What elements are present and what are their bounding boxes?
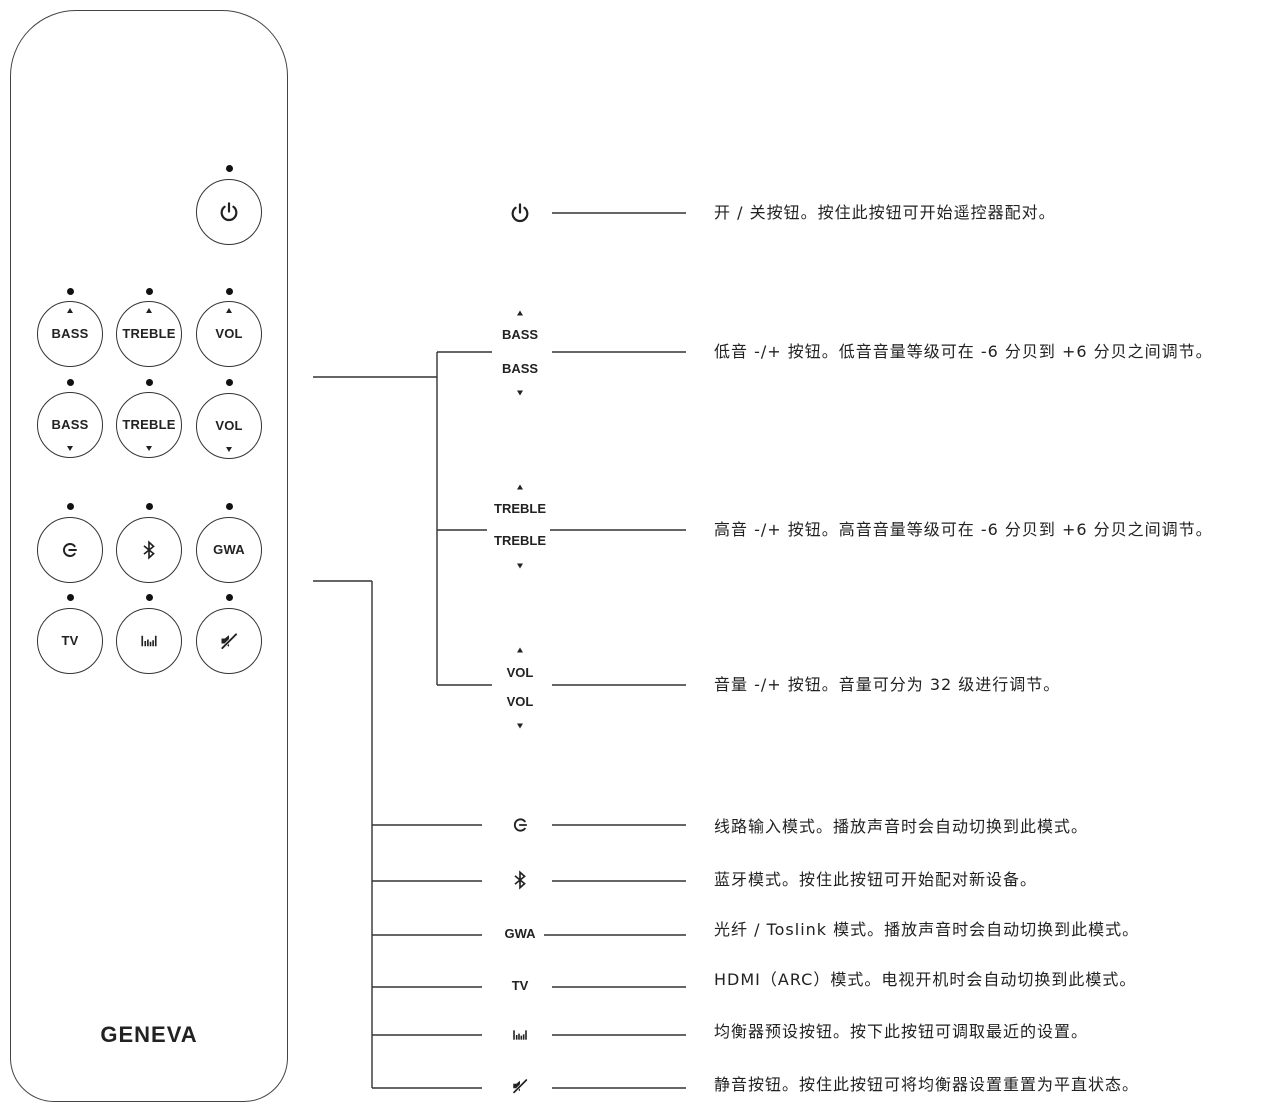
power-indicator-dot [225,164,233,172]
legend-treble-down-label: TREBLE [494,533,546,548]
description-equalizer: 均衡器预设按钮。按下此按钮可调取最近的设置。 [714,1022,1089,1041]
bass-down-dot [66,378,74,386]
up-arrow-icon [517,484,523,490]
remote-line-in-button [37,517,103,583]
description-power: 开 / 关按钮。按住此按钮可开始遥控器配对。 [714,203,1056,222]
remote-vol-up-button: VOL [196,301,262,367]
remote-gwa-button: GWA [196,517,262,583]
remote-treble-up-button: TREBLE [116,301,182,367]
vol-up-label: VOL [215,326,243,341]
bass-down-label: BASS [51,417,89,432]
line-in-icon [513,818,527,832]
legend-tv-label: TV [511,978,529,993]
down-arrow-icon [67,446,73,451]
legend-vol-up-label: VOL [506,665,534,680]
legend-bass-up-label: BASS [501,327,539,342]
down-arrow-icon [517,390,523,396]
legend-bass-down-label: BASS [501,361,539,376]
remote-treble-down-button: TREBLE [116,392,182,458]
line-in-dot [66,502,74,510]
legend-bass-down-arrow [460,390,580,396]
description-mute: 静音按钮。按住此按钮可将均衡器设置重置为平直状态。 [714,1075,1140,1094]
mute-dot [225,593,233,601]
legend-treble-down-arrow [460,563,580,569]
remote-outline [10,10,288,1102]
description-hdmi: HDMI（ARC）模式。电视开机时会自动切换到此模式。 [714,970,1137,989]
up-arrow-icon [517,310,523,316]
legend-mute-icon-wrap [460,1077,580,1095]
remote-bluetooth-button [116,517,182,583]
description-optical: 光纤 / Toslink 模式。播放声音时会自动切换到此模式。 [714,920,1140,939]
vol-down-dot [225,378,233,386]
equalizer-dot [145,593,153,601]
gwa-dot [225,502,233,510]
remote-control: BASS TREBLE VOL BASS TREBLE VOL GW [0,0,300,1106]
remote-vol-down-button: VOL [196,393,262,459]
legend-line-in-icon-wrap [460,817,580,834]
description-bluetooth: 蓝牙模式。按住此按钮可开始配对新设备。 [714,870,1038,889]
treble-down-dot [145,378,153,386]
mute-icon [221,633,238,650]
legend-gwa-label: GWA [504,926,536,941]
vol-down-label: VOL [215,418,243,433]
legend-power-icon-wrap [460,202,580,224]
remote-tv-button: TV [37,608,103,674]
legend-vol-up-arrow [460,647,580,653]
down-arrow-icon [517,563,523,569]
bluetooth-icon [143,540,155,560]
mute-icon [512,1078,528,1094]
remote-mute-button [196,608,262,674]
description-volume: 音量 -/+ 按钮。音量可分为 32 级进行调节。 [714,675,1061,694]
description-bass: 低音 -/+ 按钮。低音音量等级可在 -6 分贝到 +6 分贝之间调节。 [714,342,1213,361]
legend-vol-down-arrow [460,723,580,729]
up-arrow-icon [146,308,152,313]
down-arrow-icon [146,446,152,451]
bluetooth-dot [145,502,153,510]
treble-up-label: TREBLE [122,326,176,341]
legend-bass-up-arrow [460,310,580,316]
treble-down-label: TREBLE [122,417,176,432]
bass-up-label: BASS [51,326,89,341]
legend-bluetooth-icon-wrap [460,867,580,893]
up-arrow-icon [226,308,232,313]
remote-bass-up-button: BASS [37,301,103,367]
treble-up-dot [145,287,153,295]
tv-dot [66,593,74,601]
legend-treble-up-label: TREBLE [494,501,546,516]
remote-power-button [196,179,262,245]
brand-logo-text: GENEVA [100,1022,198,1047]
up-arrow-icon [67,308,73,313]
equalizer-icon [513,1030,527,1040]
bass-up-dot [66,287,74,295]
legend-equalizer-icon-wrap [460,1027,580,1043]
description-treble: 高音 -/+ 按钮。高音音量等级可在 -6 分贝到 +6 分贝之间调节。 [714,520,1213,539]
bluetooth-icon [514,870,526,890]
remote-bass-down-button: BASS [37,392,103,458]
remote-equalizer-button [116,608,182,674]
tv-label: TV [61,633,79,648]
power-icon [220,202,238,221]
power-icon [511,203,529,222]
line-in-icon [63,543,77,557]
equalizer-icon [141,635,157,647]
legend-vol-down-label: VOL [506,694,534,709]
down-arrow-icon [226,447,232,452]
gwa-label: GWA [213,542,245,557]
description-line-in: 线路输入模式。播放声音时会自动切换到此模式。 [714,817,1089,836]
up-arrow-icon [517,647,523,653]
legend-treble-up-arrow [460,484,580,490]
down-arrow-icon [517,723,523,729]
vol-up-dot [225,287,233,295]
